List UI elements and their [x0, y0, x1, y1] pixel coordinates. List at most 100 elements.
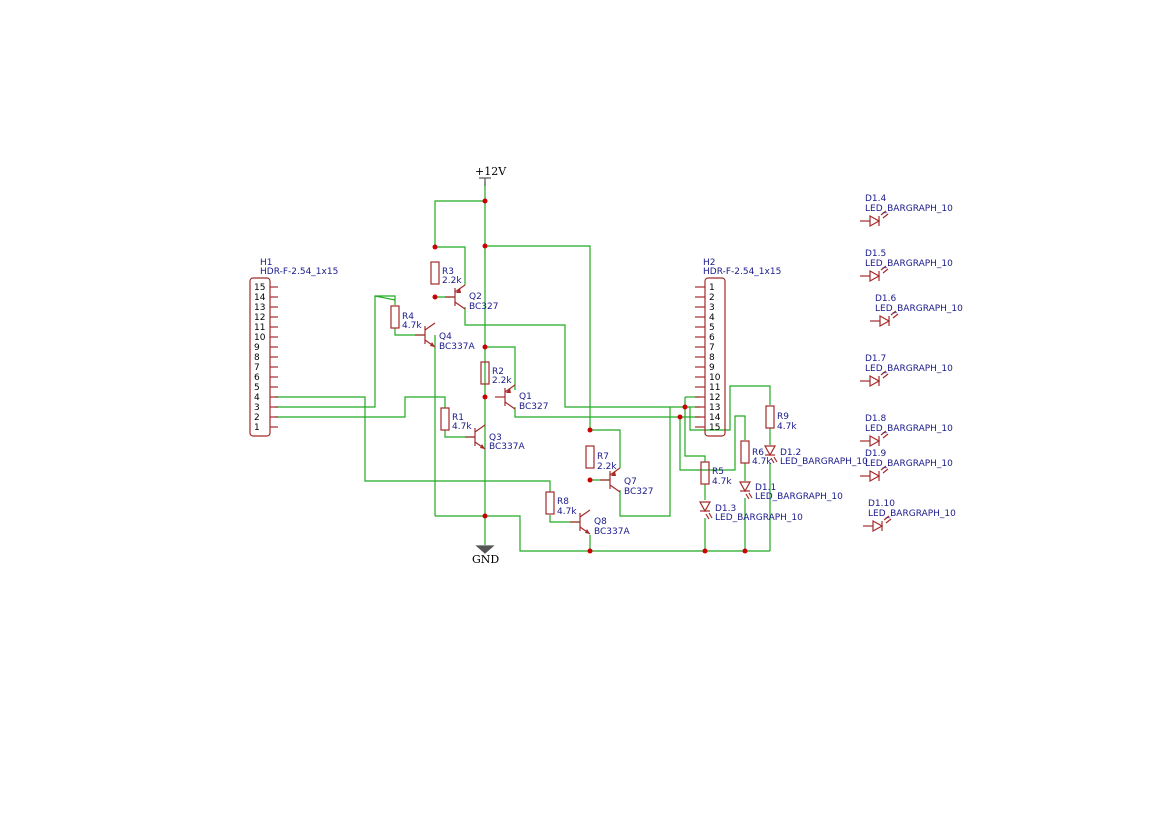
transistor-q4-value: BC337A: [439, 342, 475, 352]
led-d1-9-ref: D1.9: [865, 449, 887, 459]
junction: [677, 414, 683, 420]
wire-h1-pin4: [275, 396, 551, 492]
led-d1-5-value: LED_BARGRAPH_10: [865, 259, 953, 269]
header-h1-value: HDR-F-2.54_1x15: [260, 267, 338, 277]
resistor-r8: R8 4.7k: [545, 491, 577, 517]
led-d1-1: D1.1 LED_BARGRAPH_10: [738, 481, 843, 502]
header-h1-pin-label: 14: [254, 293, 266, 303]
header-h2-pin-label: 4: [709, 313, 715, 323]
transistor-q2-ref: Q2: [469, 292, 482, 302]
led-d1-2-ref: D1.2: [780, 448, 801, 458]
led-d1-10-value: LED_BARGRAPH_10: [868, 509, 956, 519]
header-h2-pin-label: 6: [709, 333, 715, 343]
header-h1-pin-label: 10: [254, 333, 266, 343]
transistor-q7: Q7 BC327: [600, 467, 653, 497]
wire-vcc-right: [485, 245, 591, 430]
resistor-r5-ref: R5: [712, 467, 724, 477]
wire-r3-q2: [435, 246, 466, 285]
header-h1-pin-label: 8: [254, 353, 260, 363]
header-h1-pin-label: 4: [254, 393, 260, 403]
junction: [482, 344, 488, 350]
wire-h1-pin2: [275, 396, 446, 418]
led-d1-3-value: LED_BARGRAPH_10: [715, 513, 803, 523]
transistor-q8: Q8 BC337A: [570, 509, 630, 537]
wire-gnd-bus: [435, 515, 770, 552]
resistor-r2: R2 2.2k: [480, 361, 512, 386]
transistor-q4: Q4 BC337A: [415, 322, 475, 352]
transistor-q3-ref: Q3: [489, 433, 502, 443]
header-h1-pin-label: 12: [254, 313, 265, 323]
resistor-r9: R9 4.7k: [765, 405, 797, 432]
resistor-r6-value: 4.7k: [752, 457, 772, 467]
resistor-r8-ref: R8: [557, 497, 569, 507]
header-h1-pin-label: 3: [254, 403, 260, 413]
resistor-r3-value: 2.2k: [442, 276, 462, 286]
led-d1-5: D1.5 LED_BARGRAPH_10: [860, 249, 953, 283]
led-d1-1-value: LED_BARGRAPH_10: [755, 492, 843, 502]
junction: [432, 294, 438, 300]
header-h1-pin-label: 2: [254, 413, 260, 423]
transistor-q2: Q2 BC327: [445, 284, 498, 312]
transistor-q1-ref: Q1: [519, 392, 532, 402]
led-d1-6-ref: D1.6: [875, 294, 897, 304]
resistor-r1-value: 4.7k: [452, 422, 472, 432]
gnd-symbol: GND: [472, 545, 499, 566]
wire-q1-node: [485, 346, 516, 390]
header-h1-pin-label: 11: [254, 323, 265, 333]
led-d1-9-value: LED_BARGRAPH_10: [865, 459, 953, 469]
resistor-r4-value: 4.7k: [402, 321, 422, 331]
header-h1-pin-label: 1: [254, 423, 260, 433]
led-d1-4-value: LED_BARGRAPH_10: [865, 204, 953, 214]
junction: [482, 243, 488, 249]
header-h2-pin-label: 8: [709, 353, 715, 363]
transistor-q7-value: BC327: [624, 487, 653, 497]
resistor-r3-ref: R3: [442, 267, 454, 277]
header-h2-pin-label: 5: [709, 323, 715, 333]
wire-r5: [684, 397, 706, 462]
resistor-r5-value: 4.7k: [712, 477, 732, 487]
resistor-r7-ref: R7: [597, 452, 609, 462]
resistor-r1: R1 4.7k: [440, 407, 472, 432]
resistor-r7: R7 2.2k: [585, 445, 617, 472]
junction: [432, 244, 438, 250]
header-h2-value: HDR-F-2.54_1x15: [703, 267, 781, 277]
junction: [587, 427, 593, 433]
resistor-r5: R5 4.7k: [700, 461, 732, 487]
header-h2-pin-label: 13: [709, 403, 720, 413]
led-d1-4: D1.4 LED_BARGRAPH_10: [860, 194, 953, 228]
led-d1-7: D1.7 LED_BARGRAPH_10: [860, 354, 953, 388]
resistor-r9-ref: R9: [777, 412, 789, 422]
header-h2-pin-label: 12: [709, 393, 720, 403]
led-d1-7-ref: D1.7: [865, 354, 886, 364]
junction: [587, 548, 593, 554]
led-d1-2-value: LED_BARGRAPH_10: [780, 457, 868, 467]
header-h1-pin-label: 5: [254, 383, 260, 393]
junction: [702, 548, 708, 554]
led-d1-6: D1.6 LED_BARGRAPH_10: [870, 294, 963, 328]
wire-q2-col: [464, 307, 690, 408]
header-h2-pin-label: 10: [709, 373, 721, 383]
wire-r4-top: [375, 295, 396, 305]
wire-q7-col: [619, 407, 671, 517]
led-d1-2: D1.2 LED_BARGRAPH_10: [763, 445, 868, 467]
header-h2-pin-label: 14: [709, 413, 721, 423]
led-d1-4-ref: D1.4: [865, 194, 887, 204]
header-h1-pin-label: 15: [254, 283, 265, 293]
header-h2-pin-label: 11: [709, 383, 720, 393]
transistor-q1: Q1 BC327: [495, 384, 548, 412]
transistor-q4-ref: Q4: [439, 332, 452, 342]
resistor-r2-ref: R2: [492, 367, 504, 377]
header-h2-pin-label: 1: [709, 283, 715, 293]
junction: [482, 513, 488, 519]
transistor-q8-ref: Q8: [594, 517, 607, 527]
led-d1-7-value: LED_BARGRAPH_10: [865, 364, 953, 374]
header-h2-pin-label: 7: [709, 343, 715, 353]
resistor-r3: R3 2.2k: [430, 261, 462, 286]
wire-q7-top: [590, 429, 621, 468]
resistor-r2-value: 2.2k: [492, 376, 512, 386]
resistor-r4: R4 4.7k: [390, 305, 422, 331]
header-h1-pin-label: 13: [254, 303, 265, 313]
header-h1-pin-label: 9: [254, 343, 260, 353]
